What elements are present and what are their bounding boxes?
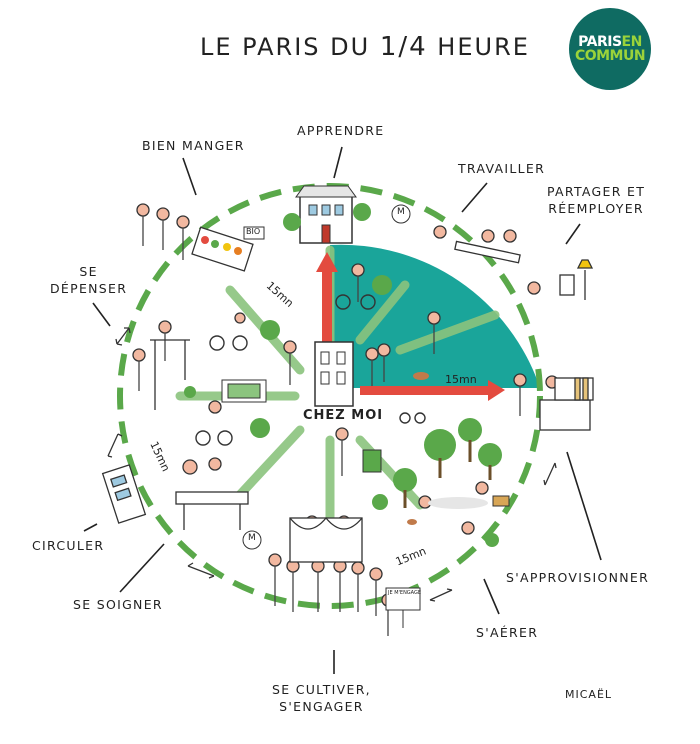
title-prefix: LE PARIS DU	[200, 33, 380, 61]
school-building	[283, 186, 371, 243]
label-se-cultiver: SE CULTIVER, S'ENGAGER	[272, 682, 371, 716]
logo-word-commun: COMMUN	[575, 49, 645, 63]
bike-share-station	[103, 465, 146, 523]
label-se-cultiver-line2: S'ENGAGER	[272, 699, 371, 716]
artist-signature: MICAËL	[565, 688, 612, 701]
culture-stage	[290, 518, 362, 562]
label-partager-line2: RÉEMPLOYER	[547, 201, 645, 218]
paris-en-commun-logo: PARISEN COMMUN	[569, 8, 651, 90]
label-se-soigner: SE SOIGNER	[73, 597, 163, 614]
foosball-table	[222, 380, 266, 402]
label-partager: PARTAGER ET RÉEMPLOYER	[547, 184, 645, 218]
reuse-items	[560, 260, 592, 300]
home-building	[315, 342, 353, 406]
gardener-cart	[363, 450, 381, 472]
doctor-desk	[176, 492, 248, 530]
title-suffix: HEURE	[428, 33, 530, 61]
label-bien-manger: BIEN MANGER	[142, 138, 245, 155]
metro-sign-top-label: M	[397, 207, 405, 217]
label-partager-line1: PARTAGER ET	[547, 184, 645, 201]
label-s-aerer: S'AÉRER	[476, 625, 538, 642]
label-se-depenser: SE DÉPENSER	[50, 264, 127, 298]
center-label-chez-moi: CHEZ MOI	[300, 408, 386, 423]
title-fraction: 1/4	[380, 32, 428, 62]
bio-sign-label: BIO	[246, 227, 260, 236]
page-title: LE PARIS DU 1/4 HEURE	[200, 32, 520, 62]
label-circuler: CIRCULER	[32, 538, 104, 555]
picnic-scene	[428, 496, 509, 509]
metro-sign-bottom-label: M	[248, 533, 256, 543]
label-se-depenser-line1: SE	[50, 264, 127, 281]
label-s-approvisionner: S'APPROVISIONNER	[506, 570, 649, 587]
engage-sign-label: JE M'ENGAGE	[388, 591, 421, 596]
label-se-depenser-line2: DÉPENSER	[50, 281, 127, 298]
distance-label-right: 15mn	[445, 373, 477, 386]
label-apprendre: APPRENDRE	[297, 123, 384, 140]
label-se-cultiver-line1: SE CULTIVER,	[272, 682, 371, 699]
label-travailler: TRAVAILLER	[458, 161, 545, 178]
